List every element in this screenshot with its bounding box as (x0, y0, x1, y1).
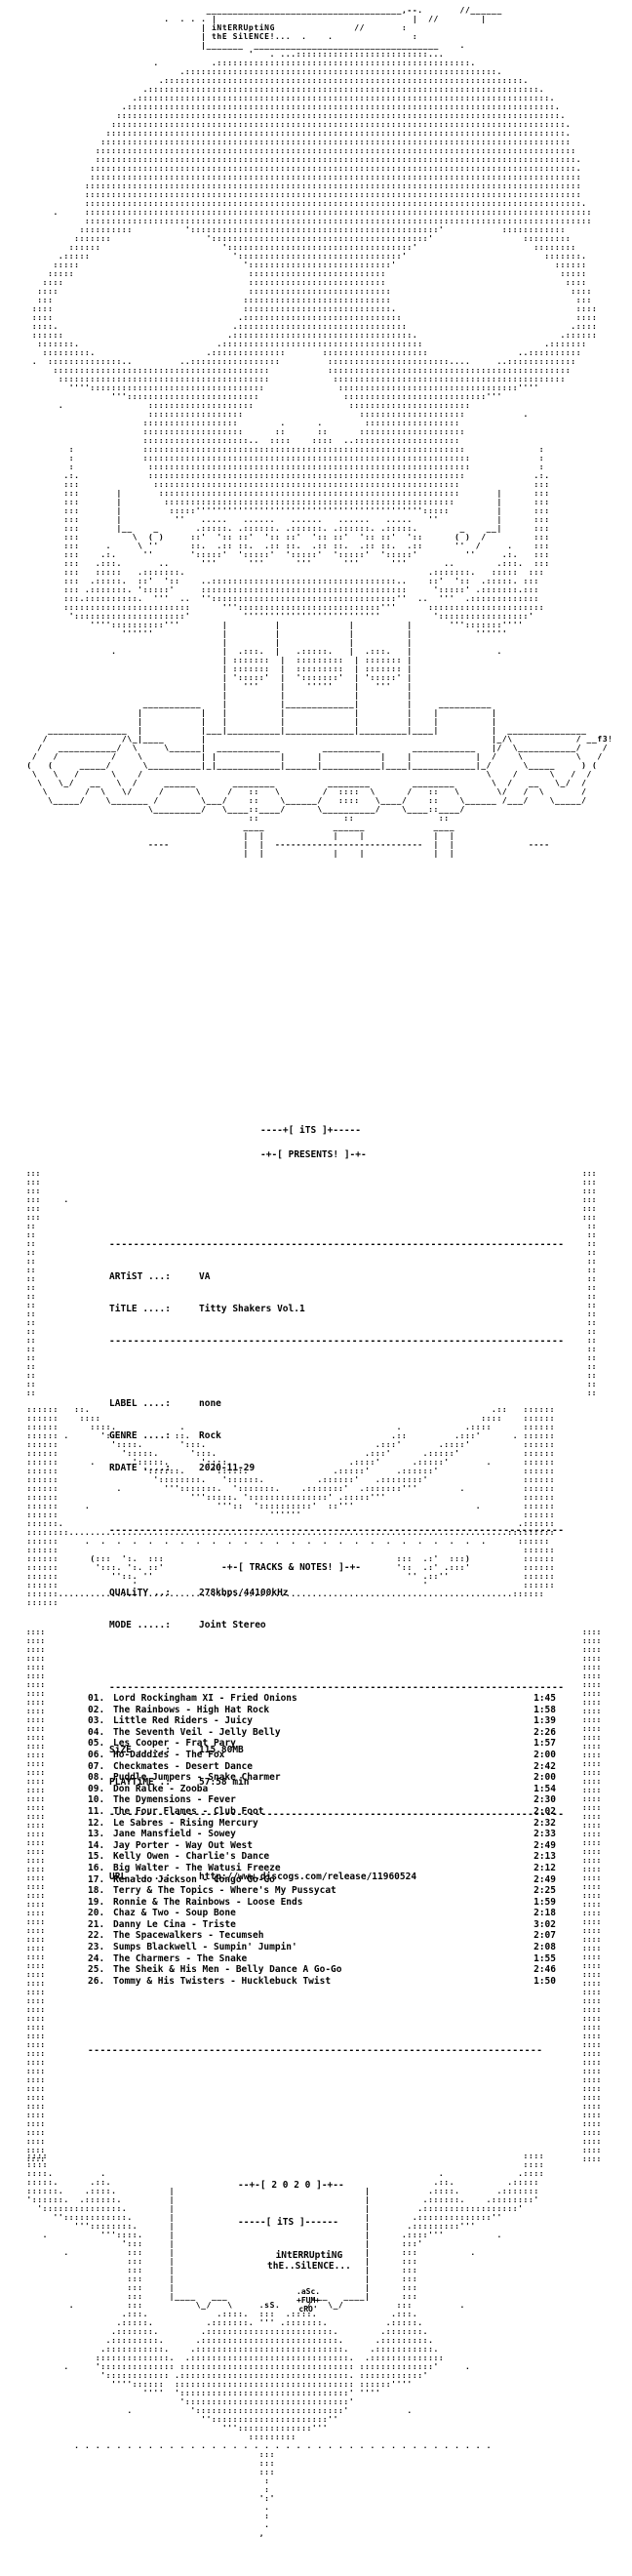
info-label: none (199, 1398, 221, 1409)
info-right-rail: ::: ::: ::: ::: ::: ::: :: :: :: :: :: :… (582, 1169, 597, 1397)
presents-label: PRESENTS! (288, 1149, 339, 1160)
track-row: 23.Sumps Blackwell - Sumpin' Jumpin'2:08 (88, 1942, 556, 1953)
footer-credit-3: cRO' (298, 2305, 318, 2314)
footer-its-box: -----[ iTS ]------ (238, 2217, 338, 2228)
track-row: 26.Tommy & His Twisters - Hucklebuck Twi… (88, 1975, 556, 1987)
presents-label-box: -+-[ PRESENTS! ]-+- (260, 1149, 367, 1160)
info-left-rail: ::: ::: ::: ::: . ::: ::: :: :: :: :: ::… (25, 1169, 69, 1397)
header-group-line1: iNtERRUptiNG (212, 23, 275, 32)
info-url: http://www.discogs.com/release/11960524 (199, 1872, 417, 1882)
info-mode: Joint Stereo (199, 1620, 266, 1630)
tentacle-ascii-art: :::::: ::. .:: :::::: :::::: :::: :::: :… (26, 1405, 556, 1607)
info-title-row: TiTLE ....:Titty Shakers Vol.1 (109, 1304, 305, 1314)
info-quality-row: QUALiTY ..:278kbps/44100kHz (109, 1588, 289, 1598)
track-row: 25.The Sheik & His Men - Belly Dance A G… (88, 1964, 556, 1976)
release-info: ----------------------------------------… (109, 1218, 565, 1904)
info-rdate: 2020-11-29 (199, 1463, 256, 1473)
footer-its: iTS (277, 2217, 295, 2228)
tracks-left-rail: :::: :::: :::: :::: :::: :::: :::: :::: … (25, 1628, 46, 2163)
separator: ----------------------------------------… (109, 1525, 565, 1536)
footer-year-box: --+-[ 2 0 2 0 ]-+-- (238, 2180, 344, 2191)
info-size: 115.80MB (199, 1745, 244, 1755)
separator: ----------------------------------------… (109, 1336, 565, 1347)
separator: ----------------------------------------… (109, 1682, 565, 1693)
info-rdate-row: RDATE ....:2020-11-29 (109, 1463, 256, 1473)
info-playtime-row: PLAYTiME .:57:58 min (109, 1777, 250, 1788)
presents-box: ----+[ iTS ]+----- (260, 1125, 361, 1136)
presents-its: iTS (299, 1125, 317, 1136)
nfo-document: _____________________________________,--… (21, 0, 611, 2576)
footer-year: 2 0 2 0 (271, 2180, 311, 2191)
skull-ascii-art: _____________________________________,--… (21, 6, 611, 1161)
footer-credits: .aSc.+FUM+cRO' (296, 2287, 320, 2314)
footer-credit-2: +FUM+ (296, 2296, 321, 2305)
info-genre-row: GENRE ....:Rock (109, 1430, 221, 1441)
info-label-row: LABEL ....:none (109, 1398, 221, 1409)
header-signature: _f3! (591, 735, 611, 744)
info-artist-row: ARTiST ...:VA (109, 1271, 211, 1282)
info-artist: VA (199, 1271, 211, 1282)
separator: ----------------------------------------… (109, 1809, 565, 1820)
info-genre: Rock (199, 1430, 221, 1441)
footer-group-line2: thE..SilENCE... (267, 2261, 351, 2272)
footer-credit-1: .aSc. (296, 2287, 321, 2296)
info-url-row: URL ......:http://www.discogs.com/releas… (109, 1872, 417, 1882)
footer-ascii-art: :::: :::: :::: :::: (26, 2152, 545, 2538)
track-row: 18.Terry & The Topics - Where's My Pussy… (88, 1885, 556, 1897)
tracks-header: -+-[ TRACKS & NOTES! ]-+- (221, 1562, 362, 1573)
tracks-header-label: TRACKS & NOTES! (249, 1562, 334, 1573)
info-mode-row: MODE .....:Joint Stereo (109, 1620, 266, 1630)
separator: ----------------------------------------… (88, 2045, 543, 2057)
footer-group-line1: iNtERRUptiNG (275, 2250, 343, 2261)
info-quality: 278kbps/44100kHz (199, 1588, 289, 1598)
tracks-right-rail: :::: :::: :::: :::: :::: :::: :::: :::: … (582, 1628, 602, 2163)
info-size-row: SiZE .....:115.80MB (109, 1745, 244, 1755)
info-playtime: 57:58 min (199, 1777, 250, 1788)
separator: ----------------------------------------… (109, 1239, 565, 1250)
header-group-line2: thE SilENCE!... (212, 32, 292, 41)
info-title: Titty Shakers Vol.1 (199, 1304, 305, 1314)
